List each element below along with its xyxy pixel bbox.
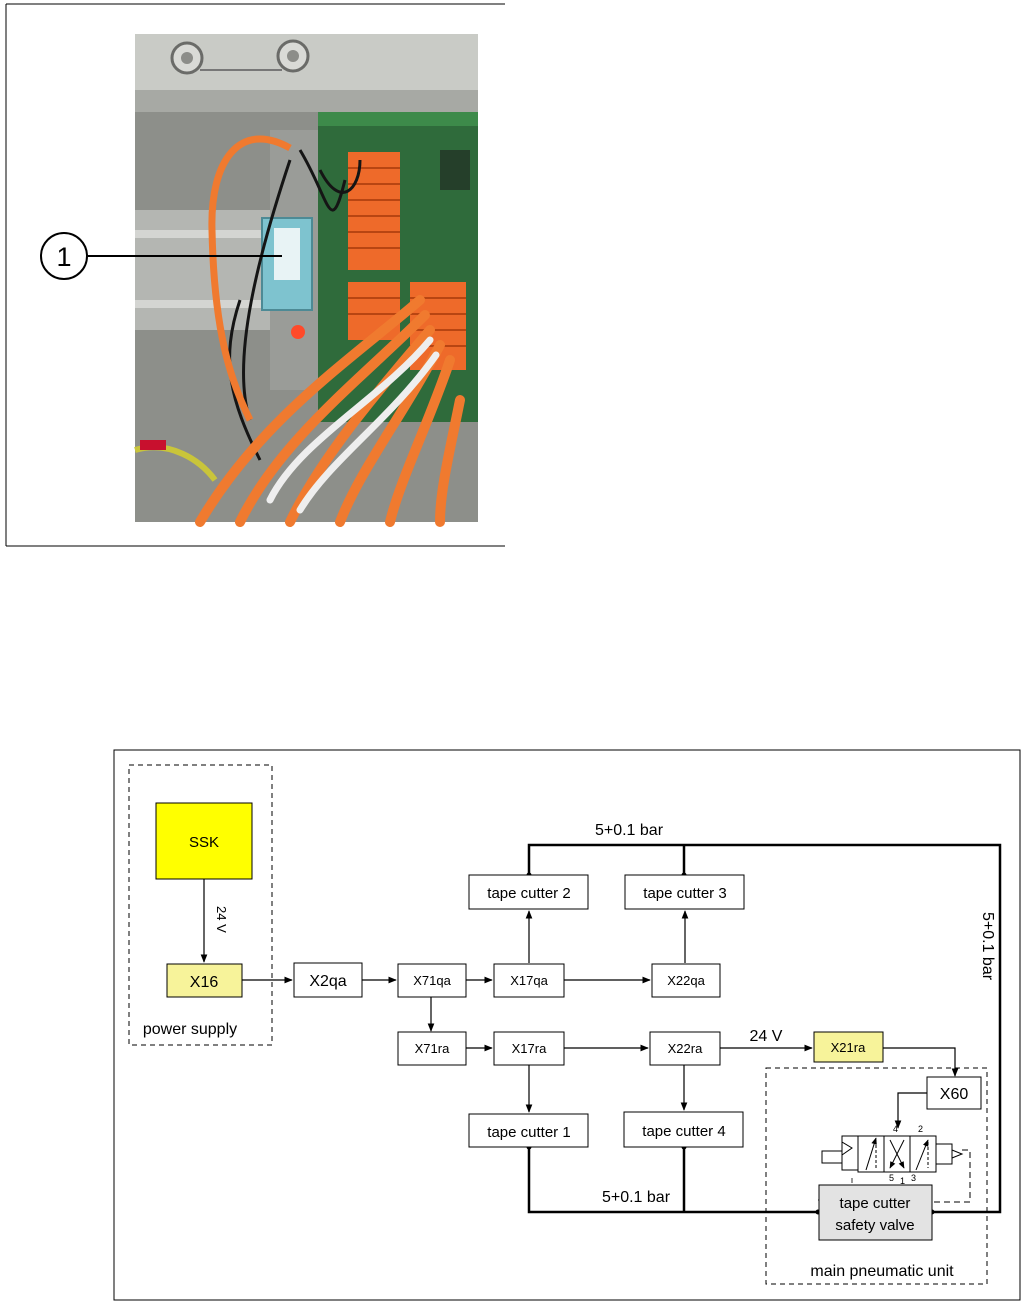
box-x71qa: X71qa (398, 964, 466, 997)
power-supply-label: power supply (143, 1021, 237, 1038)
box-tape-cutter-4-label: tape cutter 4 (642, 1123, 725, 1140)
box-x22qa: X22qa (652, 964, 720, 997)
arrow-x60-valve (898, 1093, 927, 1128)
box-x21ra-label: X21ra (831, 1040, 866, 1055)
label-24v-x21ra: 24 V (750, 1028, 783, 1045)
box-tape-cutter-1-label: tape cutter 1 (487, 1124, 570, 1141)
box-tape-cutter-2-label: tape cutter 2 (487, 885, 570, 902)
valve-position-c (910, 1136, 936, 1172)
valve-port-4: 4 (893, 1124, 898, 1134)
box-tape-cutter-1: tape cutter 1 (469, 1114, 588, 1147)
label-24v-vertical: 24 V (214, 906, 229, 933)
box-x2qa-label: X2qa (309, 973, 346, 990)
valve-port-2: 2 (918, 1124, 923, 1134)
box-x60-label: X60 (940, 1086, 969, 1103)
box-x17ra: X17ra (494, 1032, 564, 1065)
label-pressure-top: 5+0.1 bar (595, 822, 664, 839)
box-x17qa-label: X17qa (510, 973, 548, 988)
valve-label-line1: tape cutter (840, 1195, 911, 1212)
label-pressure-right: 5+0.1 bar (979, 912, 996, 981)
box-x21ra: X21ra (814, 1032, 883, 1062)
box-x2qa: X2qa (294, 963, 362, 997)
box-tape-cutter-3-label: tape cutter 3 (643, 885, 726, 902)
signal-lines (204, 879, 955, 1128)
box-x17ra-label: X17ra (512, 1041, 547, 1056)
valve-port-5: 5 (889, 1173, 894, 1183)
box-x16-label: X16 (190, 974, 219, 991)
box-x22qa-label: X22qa (667, 973, 705, 988)
box-x22ra: X22ra (650, 1032, 720, 1065)
box-x16: X16 (167, 964, 242, 997)
valve-label-line2: safety valve (835, 1217, 914, 1234)
box-x71ra: X71ra (398, 1032, 466, 1065)
box-x71qa-label: X71qa (413, 973, 451, 988)
box-tape-cutter-4: tape cutter 4 (624, 1112, 743, 1147)
box-ssk-label: SSK (189, 834, 219, 851)
label-pressure-bottom: 5+0.1 bar (602, 1189, 671, 1206)
box-ssk: SSK (156, 803, 252, 879)
pneumatic-line-bottom (529, 1147, 818, 1212)
box-tape-cutter-2: tape cutter 2 (469, 875, 588, 909)
box-tape-cutter-safety-valve: tape cutter safety valve (819, 1185, 932, 1240)
box-x60: X60 (927, 1077, 981, 1109)
box-x17qa: X17qa (494, 964, 564, 997)
box-x22ra-label: X22ra (668, 1041, 703, 1056)
valve-port-3: 3 (911, 1173, 916, 1183)
valve-actuator-left (822, 1151, 842, 1163)
box-tape-cutter-3: tape cutter 3 (625, 875, 744, 909)
box-x71ra-label: X71ra (415, 1041, 450, 1056)
main-pneumatic-unit-label: main pneumatic unit (810, 1263, 954, 1280)
arrow-x21ra-x60 (883, 1048, 955, 1076)
